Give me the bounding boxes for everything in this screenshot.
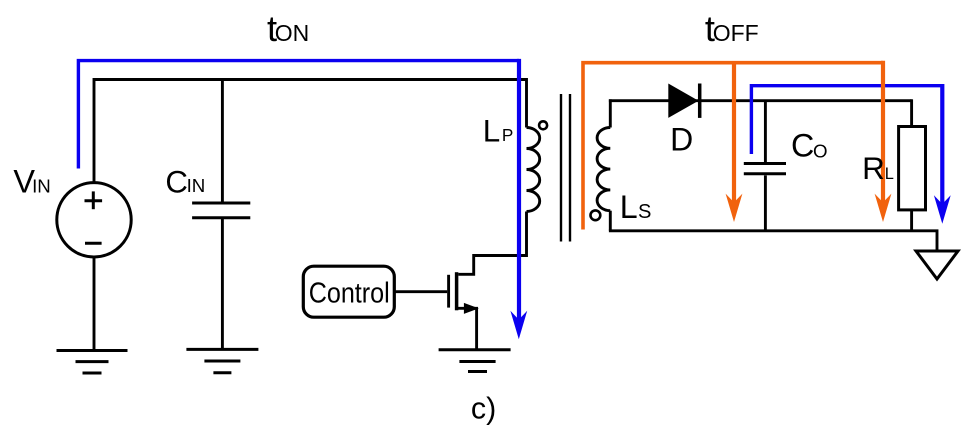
svg-text:R: R (862, 151, 885, 186)
svg-text:t: t (267, 8, 277, 49)
svg-text:ON: ON (275, 20, 310, 46)
svg-text:L: L (620, 189, 638, 225)
svg-text:IN: IN (187, 175, 206, 196)
svg-text:OFF: OFF (713, 20, 759, 46)
svg-text:IN: IN (32, 175, 51, 196)
svg-text:c): c) (471, 392, 496, 426)
svg-text:D: D (670, 121, 693, 157)
svg-text:P: P (502, 125, 513, 145)
svg-text:S: S (638, 201, 651, 223)
svg-text:C: C (791, 128, 814, 164)
svg-text:t: t (705, 8, 715, 49)
svg-text:L: L (885, 165, 894, 183)
svg-text:C: C (165, 164, 188, 199)
svg-text:V: V (13, 164, 35, 200)
svg-text:O: O (813, 140, 828, 161)
svg-text:Control: Control (309, 277, 390, 309)
svg-text:L: L (483, 114, 500, 149)
